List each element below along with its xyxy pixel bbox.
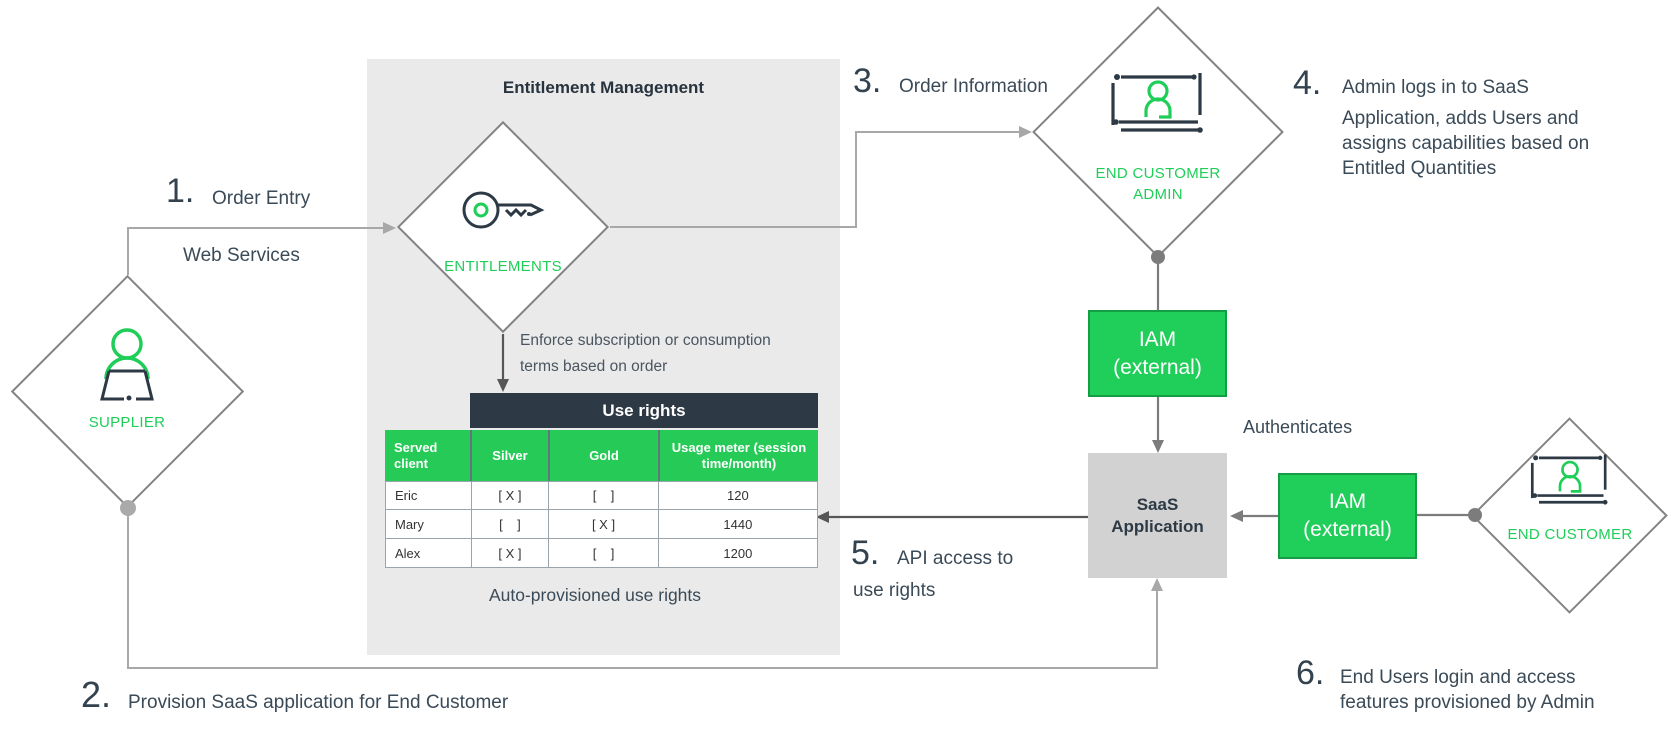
- step5-text-line1: API access to: [897, 548, 1014, 569]
- cell-client: Alex: [395, 545, 421, 561]
- person-at-laptop-icon: [100, 328, 154, 401]
- step4-text-line4: Entitled Quantities: [1342, 158, 1497, 179]
- step3-number: 3.: [853, 62, 882, 100]
- step4-text-line3: assigns capabilities based on: [1342, 133, 1590, 154]
- cell-client: Eric: [395, 488, 418, 503]
- end-customer-admin-label: END CUSTOMER ADMIN: [1078, 163, 1238, 205]
- step5-text-line2: use rights: [853, 580, 936, 601]
- provision-connector: [127, 506, 1158, 669]
- supplier-junction-dot: [120, 500, 136, 516]
- arrowhead-left-saas: [1230, 510, 1243, 522]
- saas-line1: SaaS: [1136, 494, 1179, 514]
- step3-text: Order Information: [899, 76, 1048, 97]
- table-row: Mary [ ] [ X ] 1440: [385, 510, 818, 539]
- arrowhead-right-entitlements: [383, 222, 396, 234]
- saas-application-box: SaaS Application: [1088, 453, 1227, 578]
- admin-junction-dot: [1151, 250, 1165, 264]
- order-information-connector: [610, 131, 1019, 228]
- cell-gold: [ ]: [548, 539, 657, 567]
- enforce-note-line2: terms based on order: [520, 358, 668, 375]
- key-icon: [462, 191, 545, 229]
- step1-subtext: Web Services: [183, 245, 300, 266]
- step6-text-line1: End Users login and access: [1340, 667, 1576, 688]
- use-rights-table-title: Use rights: [470, 393, 818, 428]
- saas-line2: Application: [1111, 516, 1204, 536]
- iam-external-box-2: IAM (external): [1278, 473, 1417, 559]
- table-row: Alex [ X ] [ ] 1200: [385, 539, 818, 568]
- end-customer-admin-label-line2: ADMIN: [1133, 186, 1183, 203]
- order-entry-connector: [127, 227, 383, 275]
- step4-text-line1: Admin logs in to SaaS: [1342, 77, 1529, 98]
- arrowhead-down-saas: [1152, 440, 1164, 453]
- enforce-note-line1: Enforce subscription or consumption: [520, 332, 771, 349]
- step1-text: Order Entry: [212, 188, 311, 209]
- cell-silver: [ X ]: [470, 482, 549, 509]
- iam2-line1: IAM: [1328, 490, 1367, 513]
- cell-usage: 1200: [657, 539, 817, 567]
- table-row: Eric [ X ] [ ] 120: [385, 481, 818, 510]
- use-rights-table-header-row: Served client Silver Gold Usage meter (s…: [385, 430, 818, 481]
- cell-silver: [ ]: [470, 510, 549, 538]
- step6-number: 6.: [1296, 654, 1325, 692]
- step5-number: 5.: [851, 534, 880, 572]
- panel-title: Entitlement Management: [502, 78, 705, 97]
- column-header-silver: Silver: [470, 430, 548, 481]
- use-rights-table-body: Eric [ X ] [ ] 120 Mary [ ] [ X ] 1440 A…: [385, 481, 818, 568]
- column-header-gold: Gold: [548, 430, 658, 481]
- arrowhead-right-admin: [1019, 126, 1032, 138]
- step6-text-line2: features provisioned by Admin: [1340, 692, 1595, 713]
- arrowhead-down-table: [497, 379, 509, 392]
- cell-client: Mary: [395, 516, 424, 532]
- end-customer-junction-dot: [1468, 508, 1482, 522]
- cell-gold: [ ]: [548, 482, 657, 509]
- cell-usage: 120: [657, 482, 817, 509]
- end-customer-admin-label-line1: END CUSTOMER: [1095, 165, 1221, 182]
- supplier-label: SUPPLIER: [88, 414, 166, 431]
- auto-provisioned-note: Auto-provisioned use rights: [488, 585, 702, 605]
- step2-text: Provision SaaS application for End Custo…: [128, 692, 509, 713]
- cell-usage: 1440: [657, 510, 817, 538]
- iam2-line2: (external): [1303, 518, 1392, 541]
- column-header-served-client: Served client: [385, 430, 470, 481]
- step4-text-line2: Application, adds Users and: [1342, 108, 1579, 129]
- arrowhead-left-table: [816, 511, 829, 523]
- step2-number: 2.: [81, 674, 112, 715]
- end-customer-label: END CUSTOMER: [1507, 526, 1633, 543]
- step4-number: 4.: [1293, 64, 1322, 102]
- cell-silver: [ X ]: [470, 539, 549, 567]
- cell-gold: [ X ]: [548, 510, 657, 538]
- arrowhead-up-saas: [1151, 578, 1163, 591]
- iam1-line2: (external): [1113, 355, 1202, 379]
- iam-external-box-1: IAM (external): [1088, 310, 1227, 397]
- step1-number: 1.: [166, 172, 195, 210]
- entitlements-label: ENTITLEMENTS: [444, 258, 562, 275]
- iam1-line1: IAM: [1138, 327, 1177, 351]
- authenticates-label: Authenticates: [1243, 417, 1353, 437]
- column-header-usage-meter: Usage meter (session time/month): [658, 430, 818, 481]
